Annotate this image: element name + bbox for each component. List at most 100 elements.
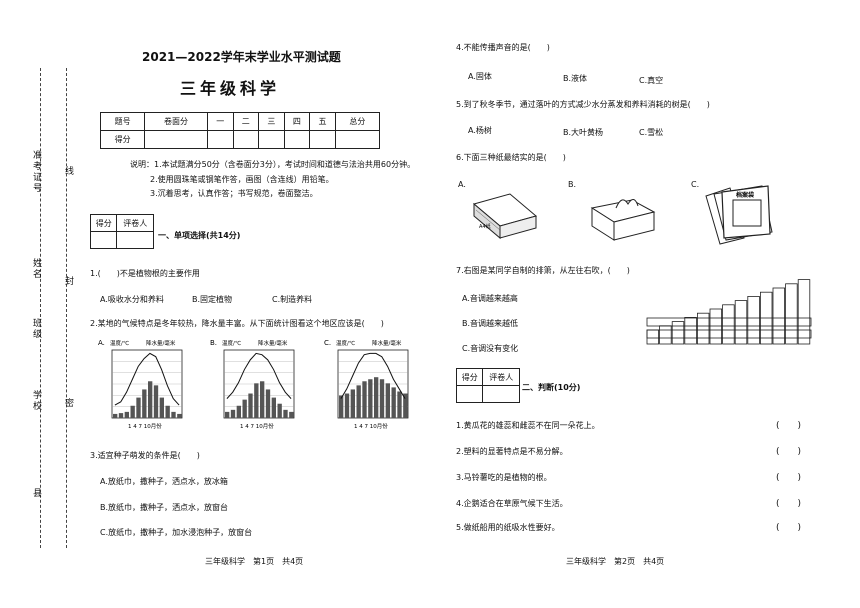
flute-tube [646,329,660,345]
a4-label: A4纸 [479,223,491,230]
climate-chart-c: C. 温度/℃ 降水量/毫米 1 4 7 10月份 [324,339,409,430]
precip-bar [397,391,402,418]
binding-line-inner [66,68,67,548]
judgment-3: 3.马铃薯吃的是植物的根。 [456,473,552,482]
climate-charts: A. 温度/℃ 降水量/毫米 1 4 7 10月份 B. 温度/℃ 降水量/毫米… [98,339,409,430]
chart-x-label: 1 4 7 10月份 [128,422,162,430]
grader-label: 评卷人 [482,368,520,386]
seal-label: 封 [63,276,73,287]
precip-bar [271,397,276,418]
grader-score-cell[interactable] [89,231,118,249]
precip-bar [171,411,176,418]
score-header: 总分 [334,112,381,131]
flute-tube [722,304,735,345]
score-header: 五 [309,112,336,131]
q6-label-a: A. [458,180,466,189]
tissue-box-image [590,199,656,241]
flute-tube [747,295,760,345]
q1-option-c: C.制造养料 [272,295,313,304]
precip-bar [362,381,367,418]
score-cell[interactable] [283,130,311,149]
grader-cell[interactable] [482,385,520,403]
score-cell[interactable] [232,130,260,149]
judgment-2: 2.塑料的显著特点是不易分解。 [456,447,568,456]
q4-option-a: A.固体 [468,72,492,81]
q7-option-b: B.音调越来越低 [462,319,519,328]
precip-bar [391,387,396,418]
score-header: 二 [232,112,260,131]
binding-line-outer [40,68,41,548]
precip-bar [165,405,170,418]
instruction-2: 2.使用圆珠笔或钢笔作答，画图（含连线）用铅笔。 [150,175,334,184]
grader-box-1: 得分评卷人 [89,214,154,249]
precip-bar [230,409,236,418]
score-cell[interactable] [334,130,381,149]
chart-left-label: 温度/℃ [110,339,129,347]
county-label: 县 [31,488,41,499]
precip-bar [374,377,379,418]
flute-tube [709,308,723,345]
paper-stack-image: A4纸 [472,193,538,240]
section1-heading: 一、单项选择(共14分) [158,231,241,240]
q6-text: 6.下面三种纸最结实的是( ) [456,153,566,162]
grader-score-cell[interactable] [455,385,484,403]
q4-text: 4.不能传播声音的是( ) [456,43,550,52]
score-cell[interactable] [144,130,208,149]
flute-tube [785,283,798,345]
seal-label-2: 密 [63,398,73,409]
temperature-line [226,352,292,399]
chart-right-label: 降水量/毫米 [146,339,176,347]
judgment-1-answer[interactable]: ( ) [776,421,802,431]
admission-number-label: 准考证号 [31,150,41,194]
score-header: 一 [206,112,234,131]
precip-bar [113,413,118,418]
precip-bar [136,397,141,418]
judgment-3-answer[interactable]: ( ) [776,473,802,483]
score-cell[interactable] [206,130,234,149]
precip-bar [265,389,271,418]
q3-text: 3.适宜种子萌发的条件是( ) [90,451,200,460]
grader-box-2: 得分评卷人 [455,368,520,403]
chart-right-label: 降水量/毫米 [372,339,402,347]
q5-option-c: C.雪松 [639,128,664,137]
precip-bar [153,385,159,418]
climate-chart-b: B. 温度/℃ 降水量/毫米 1 4 7 10月份 [210,339,295,430]
grader-label: 评卷人 [116,214,154,232]
q5-option-a: A.杨树 [468,126,492,135]
archive-folder-image: 档案袋 [705,185,773,245]
precip-bar [289,411,294,418]
precip-bar [254,383,259,418]
flute-tube [734,300,748,345]
flute-tube [797,279,811,345]
judgment-5-answer[interactable]: ( ) [776,523,802,533]
judgment-4-answer[interactable]: ( ) [776,499,802,509]
precip-bar [248,393,253,418]
precip-bar [356,385,361,418]
precip-bar [242,399,247,418]
q2-text: 2.某地的气候特点是冬年较热，降水量丰富。从下面统计图看这个地区应该是( ) [90,319,384,328]
precip-bar [350,389,355,418]
name-label: 姓名 [31,258,41,280]
chart-letter: A. [98,339,105,347]
q5-option-b: B.大叶黄杨 [563,128,604,137]
score-cell[interactable] [309,130,336,149]
chart-letter: B. [210,339,217,347]
q4-option-b: B.液体 [563,74,588,83]
temperature-line [340,352,406,399]
grader-cell[interactable] [116,231,154,249]
q6-label-b: B. [568,180,577,189]
school-label: 学校 [31,390,41,412]
precip-bar [368,379,373,418]
flute-tube [684,317,697,345]
precip-bar [124,411,129,418]
judgment-5: 5.做纸船用的纸吸水性要好。 [456,523,560,532]
precip-bar [159,397,164,418]
precip-bar [260,381,265,418]
precip-bar [130,405,135,418]
score-header: 四 [283,112,311,131]
page1-footer: 三年级科学 第1页 共4页 [205,557,304,566]
score-cell[interactable] [258,130,285,149]
judgment-2-answer[interactable]: ( ) [776,447,802,457]
precip-bar [339,395,344,418]
flute-tube [697,312,710,345]
